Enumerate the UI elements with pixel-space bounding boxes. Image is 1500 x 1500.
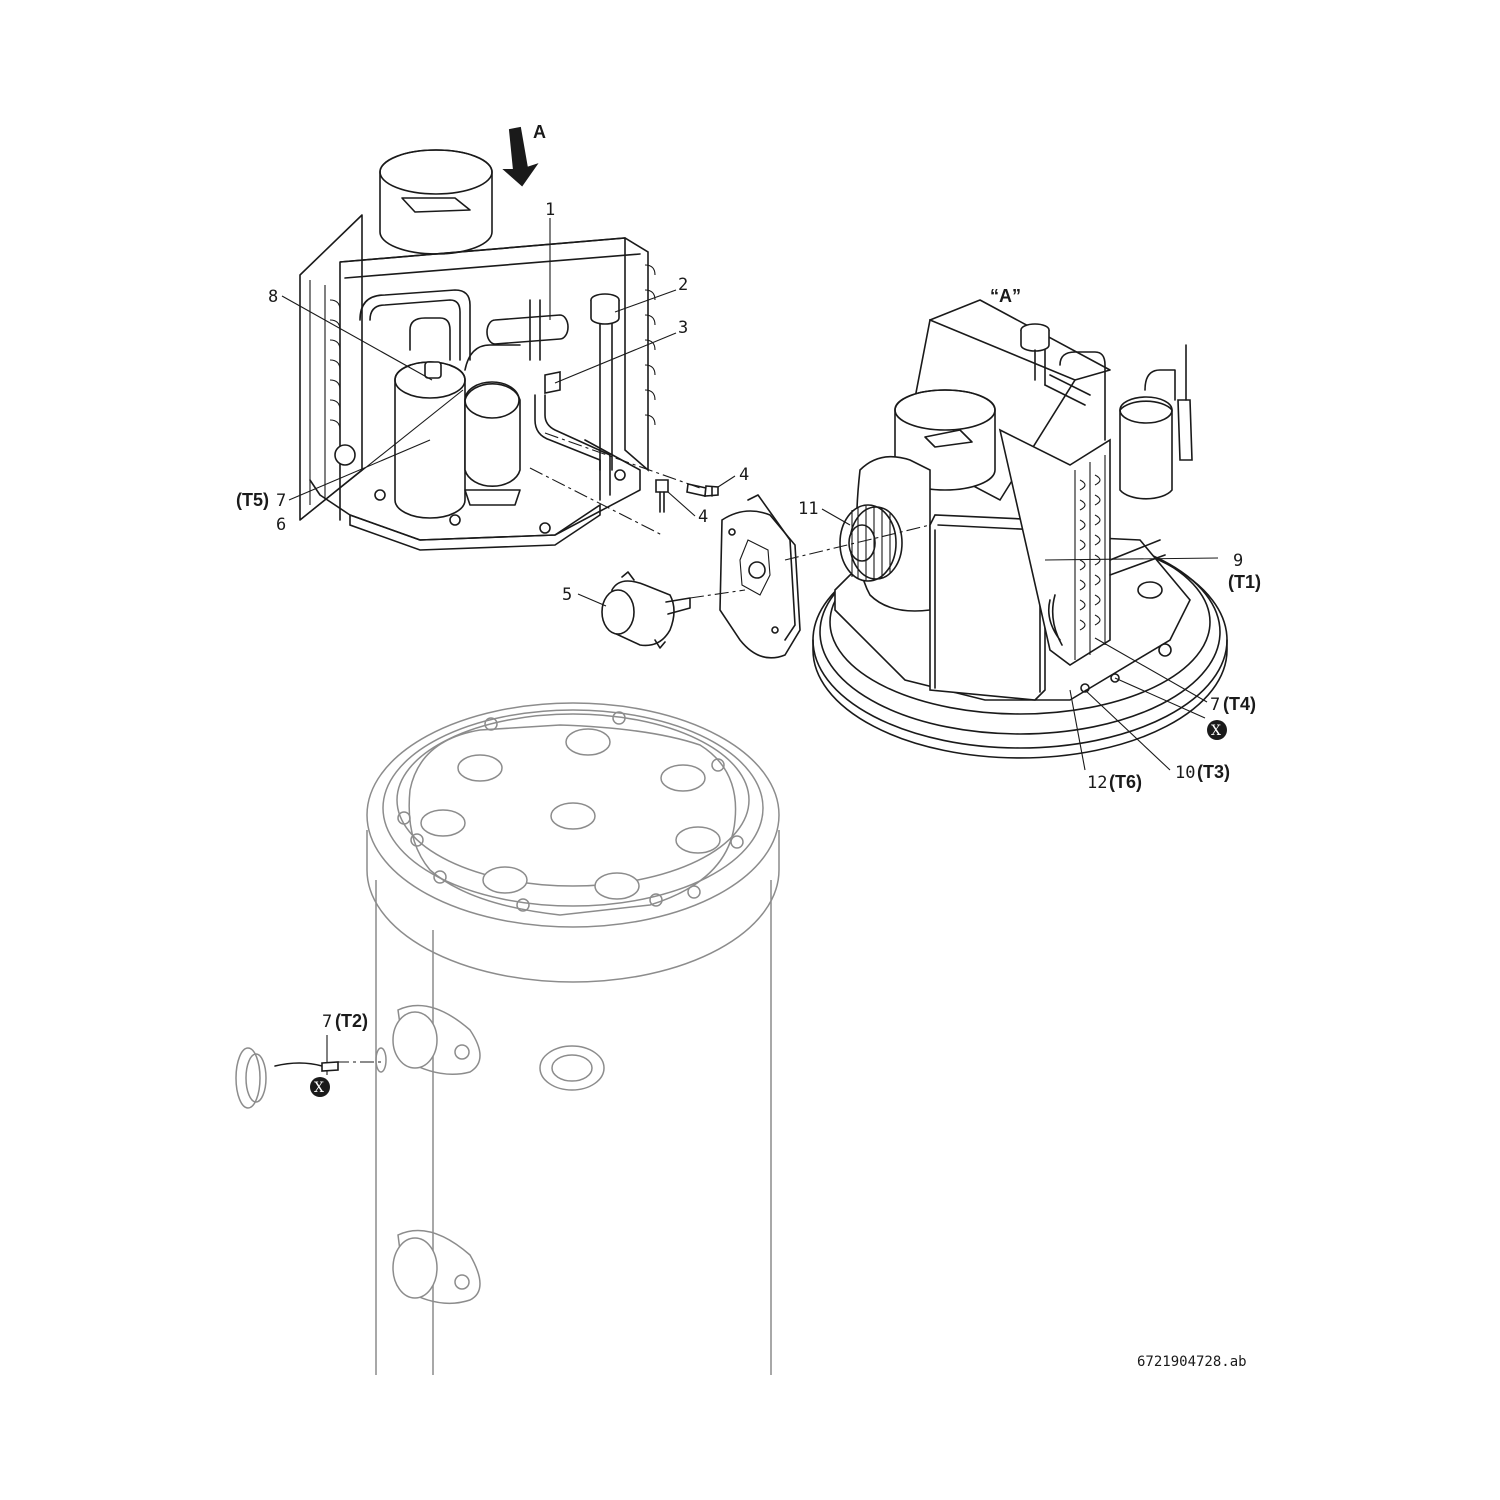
part-1-filter-drier (486, 314, 569, 345)
part-4-screw-a (686, 483, 719, 497)
heat-pump-top-unit (299, 149, 656, 551)
part-4-screw-b (655, 479, 669, 513)
callout-7-t2-number: 7 (322, 1012, 332, 1032)
callout-7-t5-tag: (T5) (236, 490, 269, 510)
callout-8: 8 (268, 287, 278, 307)
tank-fittings (397, 711, 744, 912)
callout-4a: 4 (739, 465, 749, 485)
callout-4b: 4 (698, 507, 708, 527)
connector-x-label: X (1211, 723, 1221, 739)
view-a-label: “A” (990, 286, 1021, 306)
part-3-pressure-switch (544, 371, 561, 394)
callout-9: 9 (1233, 551, 1243, 571)
drawing-reference-number: 6721904728.ab (1137, 1354, 1247, 1370)
connector-x-left: X (310, 1077, 330, 1097)
fan-motor-assembly (601, 479, 801, 659)
callouts: 1 2 3 4 4 5 6 7 (T5) 8 9 (T1) 11 7 (T4) … (236, 200, 1261, 1032)
view-direction-arrow: A (502, 122, 546, 187)
callout-6: 6 (276, 515, 286, 535)
callout-7-t4-tag: (T4) (1223, 694, 1256, 714)
callout-2: 2 (678, 275, 688, 295)
control-box (929, 514, 1046, 701)
motor-bracket-plate (719, 494, 801, 659)
view-a-top-unit (812, 299, 1228, 759)
callout-7-t2-tag: (T2) (335, 1011, 368, 1031)
tank-sensor-port-lower (392, 1229, 481, 1305)
callout-3: 3 (678, 318, 688, 338)
sensor-cap-grommet (235, 1047, 387, 1109)
connector-x-label: X (314, 1080, 324, 1096)
tank-sensor-port-upper (392, 1004, 481, 1075)
callout-9-tag: (T1) (1228, 572, 1261, 592)
callout-5: 5 (562, 585, 572, 605)
accumulator (464, 382, 521, 488)
leader-lines (274, 218, 1219, 1075)
callout-12-tag: (T6) (1109, 772, 1142, 792)
part-11-fan-impeller (839, 504, 903, 582)
callout-11: 11 (798, 499, 818, 519)
assembly-lines (335, 432, 931, 1063)
storage-tank (235, 702, 780, 1375)
part-5-fan-motor (601, 571, 691, 649)
callout-10-tag: (T3) (1197, 762, 1230, 782)
callout-7-t4-number: 7 (1210, 695, 1220, 715)
connector-x-right: X (1207, 720, 1227, 740)
callout-10-number: 10 (1175, 763, 1195, 783)
arrow-label: A (533, 122, 546, 142)
callout-12-number: 12 (1087, 773, 1107, 793)
callout-1: 1 (545, 200, 555, 220)
callout-7-t5-number: 7 (276, 491, 286, 511)
tank-port-plug (539, 1045, 605, 1091)
